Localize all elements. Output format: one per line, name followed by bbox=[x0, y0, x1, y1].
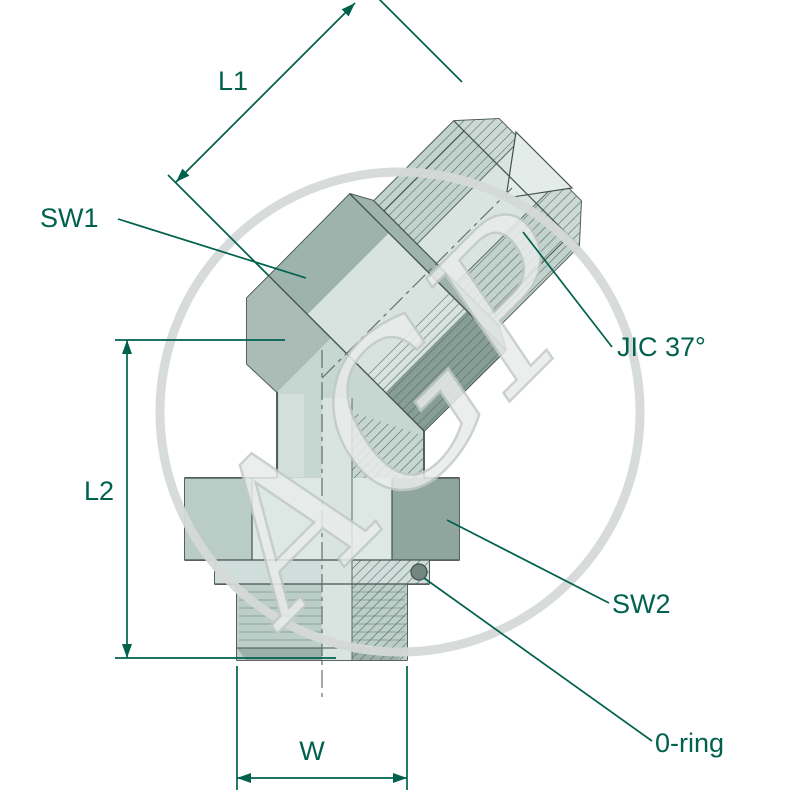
label-jic: JIC 37° bbox=[617, 332, 706, 362]
label-sw2: SW2 bbox=[612, 589, 671, 619]
dimension-w: W bbox=[236, 666, 408, 790]
label-l2: L2 bbox=[84, 476, 114, 506]
sw1-leader-line bbox=[117, 218, 307, 279]
elbow-bend bbox=[247, 276, 331, 477]
o-ring-cross-section bbox=[410, 563, 428, 581]
label-l1: L1 bbox=[218, 66, 248, 96]
label-sw1: SW1 bbox=[40, 203, 99, 233]
oring-leader-line bbox=[423, 577, 653, 742]
flare-seat bbox=[505, 130, 574, 199]
dimension-l1: L1 bbox=[167, 0, 463, 277]
dimension-jic: JIC 37° bbox=[522, 231, 706, 362]
dimension-oring: 0-ring bbox=[423, 577, 724, 758]
sw2-leader-line bbox=[446, 519, 610, 604]
jic-leader-line bbox=[522, 231, 613, 348]
dimension-sw1: SW1 bbox=[40, 203, 307, 279]
dimension-sw2: SW2 bbox=[446, 519, 671, 619]
watermark-circle bbox=[155, 167, 645, 657]
dimension-l2: L2 bbox=[84, 339, 336, 659]
label-w: W bbox=[299, 736, 325, 766]
label-oring: 0-ring bbox=[655, 728, 724, 758]
dimensions: L1 SW1 L2 W JIC 37° SW2 bbox=[40, 0, 724, 790]
